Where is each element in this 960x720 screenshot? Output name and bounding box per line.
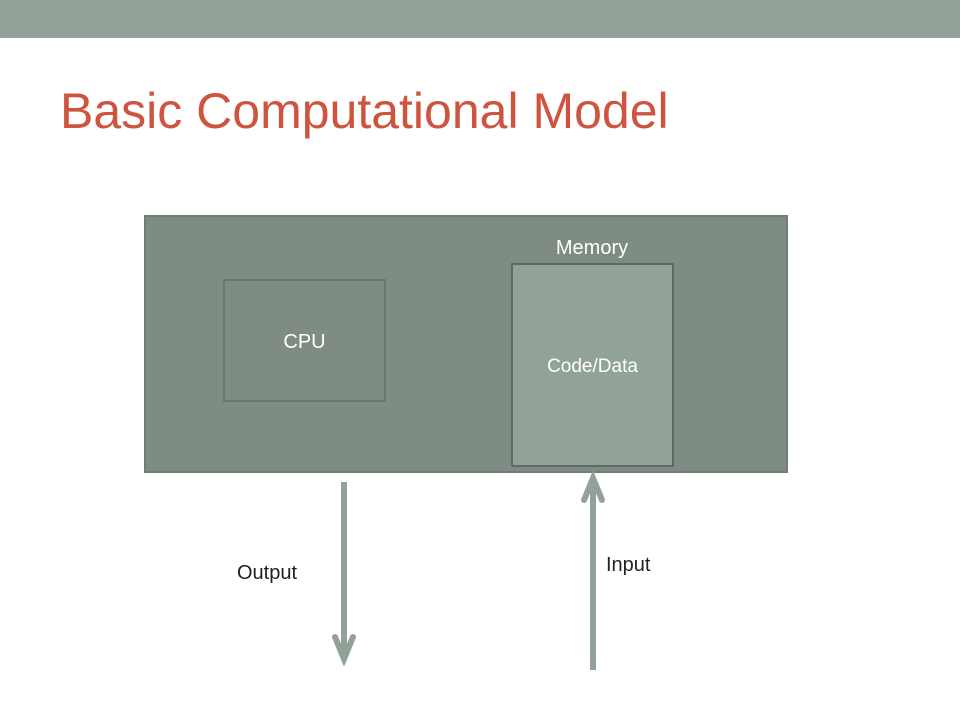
output-arrow — [332, 482, 356, 667]
slide-title: Basic Computational Model — [60, 83, 669, 139]
top-accent-band — [0, 0, 960, 38]
input-arrow — [581, 470, 605, 670]
memory-box: Code/Data — [511, 263, 674, 467]
cpu-box: CPU — [223, 279, 386, 402]
memory-label: Memory — [555, 237, 629, 259]
input-label: Input — [606, 554, 651, 576]
output-label: Output — [237, 562, 298, 584]
code-data-label: Code/Data — [547, 356, 638, 377]
cpu-label: CPU — [283, 331, 326, 353]
